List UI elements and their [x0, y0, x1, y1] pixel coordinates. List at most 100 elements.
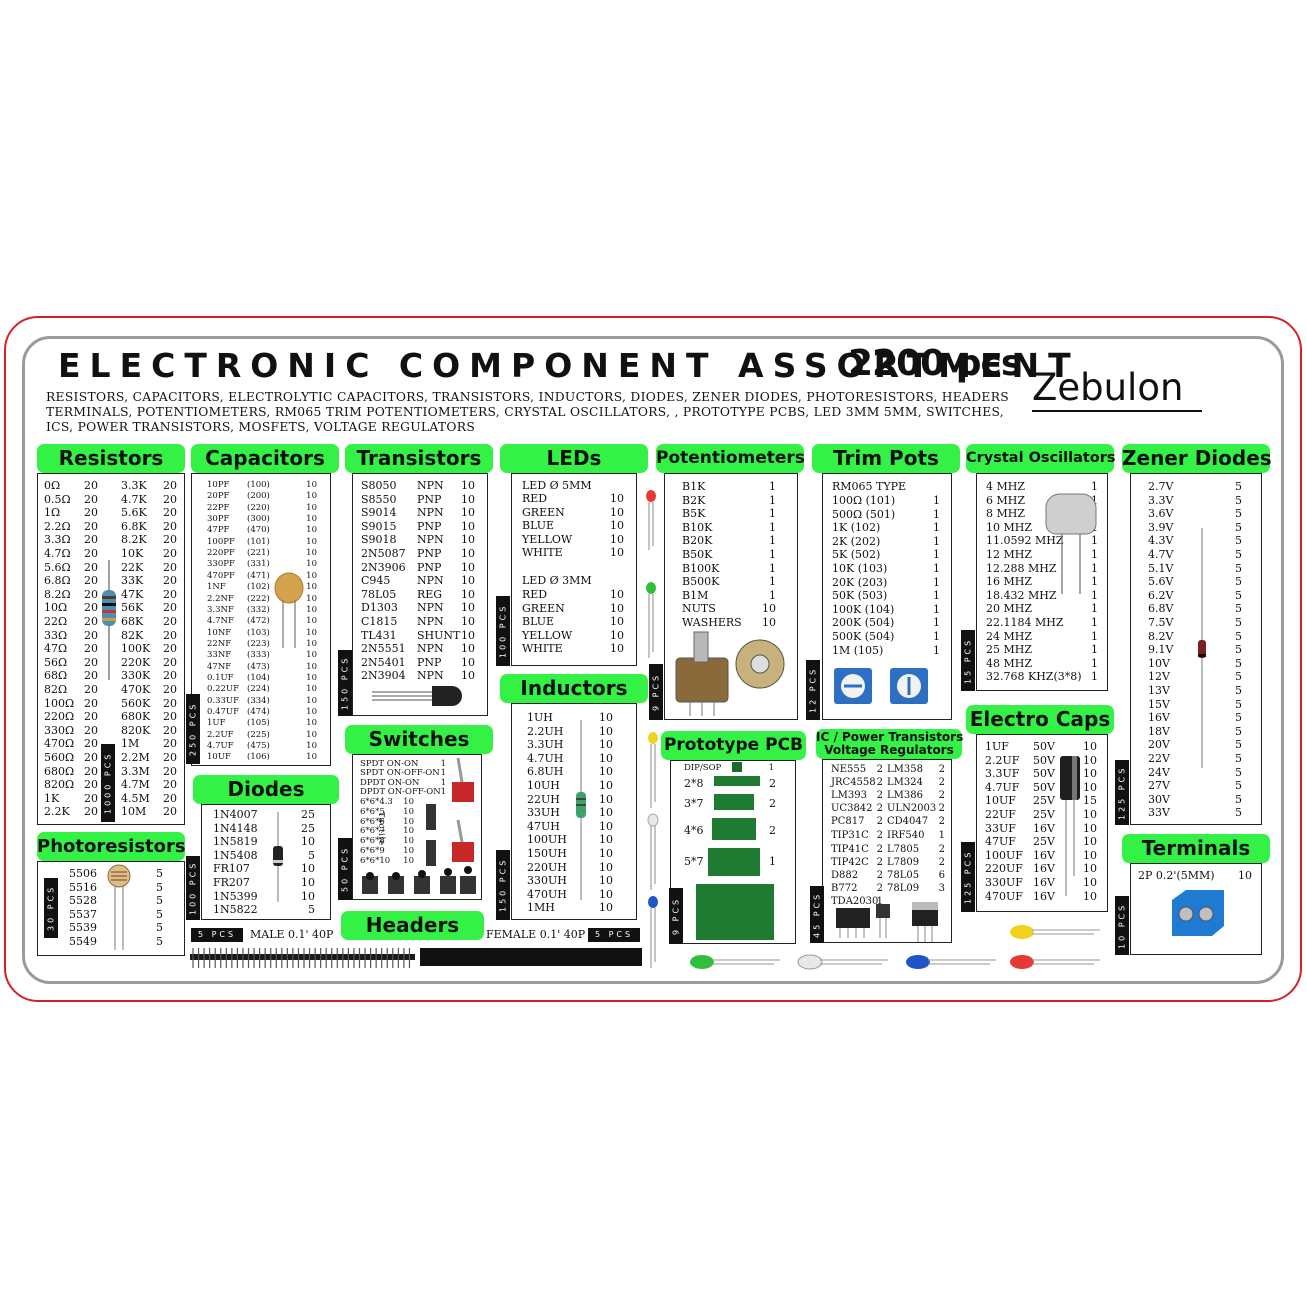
crystal-item-label: 32.768 KHZ(3*8) [986, 670, 1082, 684]
zener-item-value: 5 [1235, 697, 1242, 711]
ic-item-label: CD4047 [887, 816, 929, 827]
pcb-pcs: 9 PCS [669, 888, 683, 944]
zener-item-label: 8.2V [1148, 629, 1174, 643]
ic-item-qty: 1 [938, 830, 945, 841]
trimpot-item-value: 1 [933, 575, 940, 589]
resistor-item-value: 20 [163, 574, 177, 588]
resistor-item-value: 20 [84, 601, 98, 615]
transistor-item-value: 10 [461, 669, 475, 683]
red-led-icon [646, 490, 656, 550]
pcb-size-label: 2*8 [684, 777, 704, 790]
ic-item-qty: 2 [876, 830, 883, 841]
resistor-item-label: 2.2M [121, 751, 150, 764]
zener-item-label: 15V [1148, 697, 1170, 711]
zener-item-label: 18V [1148, 724, 1170, 738]
tactile-switch-item-value: 10 [403, 806, 414, 817]
resistor-item-value: 20 [163, 655, 177, 669]
resistor-item-label: 56Ω [44, 655, 68, 669]
potentiometer-item-value: 1 [769, 561, 776, 575]
resistor-item-value: 20 [84, 519, 98, 533]
pcb-size-label: 5*7 [684, 855, 704, 868]
resistor-item-value: 20 [163, 778, 177, 792]
capacitor-item-value: 10 [306, 684, 317, 695]
crystal-item-value: 1 [1091, 670, 1098, 684]
blue-led-horizontal-icon [906, 955, 996, 969]
diode-item-value: 25 [301, 808, 315, 821]
potentiometer-item-value: 1 [769, 520, 776, 534]
electro-panel [976, 734, 1108, 912]
diode-item-value: 5 [308, 903, 315, 917]
resistor-item-label: 220K [121, 655, 151, 669]
ic-item-label: LM324 [887, 777, 923, 788]
photoresistor-item-value: 5 [156, 894, 163, 908]
ic-item-qty: 2 [938, 844, 945, 855]
crystal-item-label: 48 MHZ [986, 656, 1032, 670]
resistor-item-value: 20 [163, 560, 177, 574]
electro-cap-item-value: 15 [1083, 794, 1097, 808]
toggle-switch-item-label: DPDT ON-ON [360, 777, 420, 788]
electro-cap-item-value: 10 [1083, 876, 1097, 889]
capacitor-item-value: 10 [306, 604, 317, 615]
electro-cap-item-label: 100UF [985, 848, 1023, 862]
zener-item-label: 5.6V [1148, 575, 1174, 589]
inductor-item-label: 1UH [527, 711, 553, 724]
capacitor-item-value: (472) [247, 616, 270, 627]
resistor-item-label: 330Ω [44, 723, 75, 737]
zener-item-value: 5 [1235, 656, 1242, 670]
potentiometers-header: Potentiometers [656, 444, 805, 473]
pcb-size-qty: 2 [769, 777, 776, 790]
led-3mm-heading: LED Ø 3MM [522, 574, 592, 587]
capacitor-item-value: (200) [247, 491, 270, 502]
capacitor-item-value: (100) [247, 480, 270, 490]
transistor-item-value: 10 [461, 506, 475, 520]
leds-pcs: 100 PCS [496, 596, 510, 666]
resistor-item-value: 20 [163, 547, 177, 560]
resistor-item-value: 20 [84, 737, 98, 751]
trimpot-item-label: 1M (105) [832, 643, 884, 657]
transistor-item-label: 2N3906 [361, 560, 406, 574]
crystal-item-label: 12.288 MHZ [986, 561, 1057, 575]
ic-item-qty: 2 [876, 764, 883, 775]
resistor-item-label: 330K [121, 669, 151, 683]
led-5mm-item-value: 10 [610, 505, 624, 519]
ic-item-qty: 2 [938, 857, 945, 868]
inductor-item-label: 22UH [527, 792, 560, 806]
capacitor-item-value: 10 [306, 707, 317, 717]
resistor-item-label: 1M [121, 737, 140, 751]
ic-item-label: 78L05 [887, 870, 920, 881]
leds-header: LEDs [500, 444, 648, 473]
zener-pcs: 125 PCS [1115, 760, 1129, 825]
transistor-item-value: 10 [461, 492, 475, 506]
capacitor-item-value: (221) [247, 548, 270, 559]
capacitor-item-value: 10 [306, 514, 317, 525]
zener-item-value: 5 [1235, 765, 1242, 779]
trimpot-item-label: 500K (504) [832, 630, 895, 643]
inductor-item-value: 10 [599, 779, 613, 792]
resistor-item-value: 20 [84, 533, 98, 547]
electro-cap-item-label: 33UF [985, 821, 1016, 835]
crystals-header: Crystal Oscillators [966, 444, 1116, 473]
capacitor-item-value: 10 [306, 593, 317, 604]
transistors-header: Transistors [345, 444, 493, 473]
diode-item-value: 10 [301, 889, 315, 903]
resistors-header: Resistors [37, 444, 185, 473]
terminal-qty: 10 [1238, 869, 1252, 882]
resistor-item-value: 20 [163, 601, 177, 615]
crystal-item-label: 18.432 MHZ [986, 588, 1057, 602]
resistor-item-value: 20 [84, 778, 98, 792]
tactile-switch-icon [362, 804, 476, 894]
diode-item-label: FR107 [213, 862, 250, 876]
electro-cap-item-value: 16V [1033, 876, 1055, 889]
electro-cap-item-value: 16V [1033, 889, 1055, 903]
white-led-icon [647, 813, 659, 890]
electro-cap-item-value: 25V [1033, 794, 1055, 808]
resistor-item-value: 20 [163, 519, 177, 533]
diodes-panel [201, 804, 331, 920]
led-3mm-item-label: RED [522, 588, 548, 601]
trimpot-item-label: 100Ω (101) [832, 494, 896, 507]
inductor-item-value: 10 [599, 765, 613, 779]
zener-item-value: 5 [1235, 561, 1242, 575]
ic-item-qty: 2 [876, 803, 883, 814]
capacitor-item-value: (474) [247, 707, 270, 717]
resistor-item-value: 20 [163, 492, 177, 506]
